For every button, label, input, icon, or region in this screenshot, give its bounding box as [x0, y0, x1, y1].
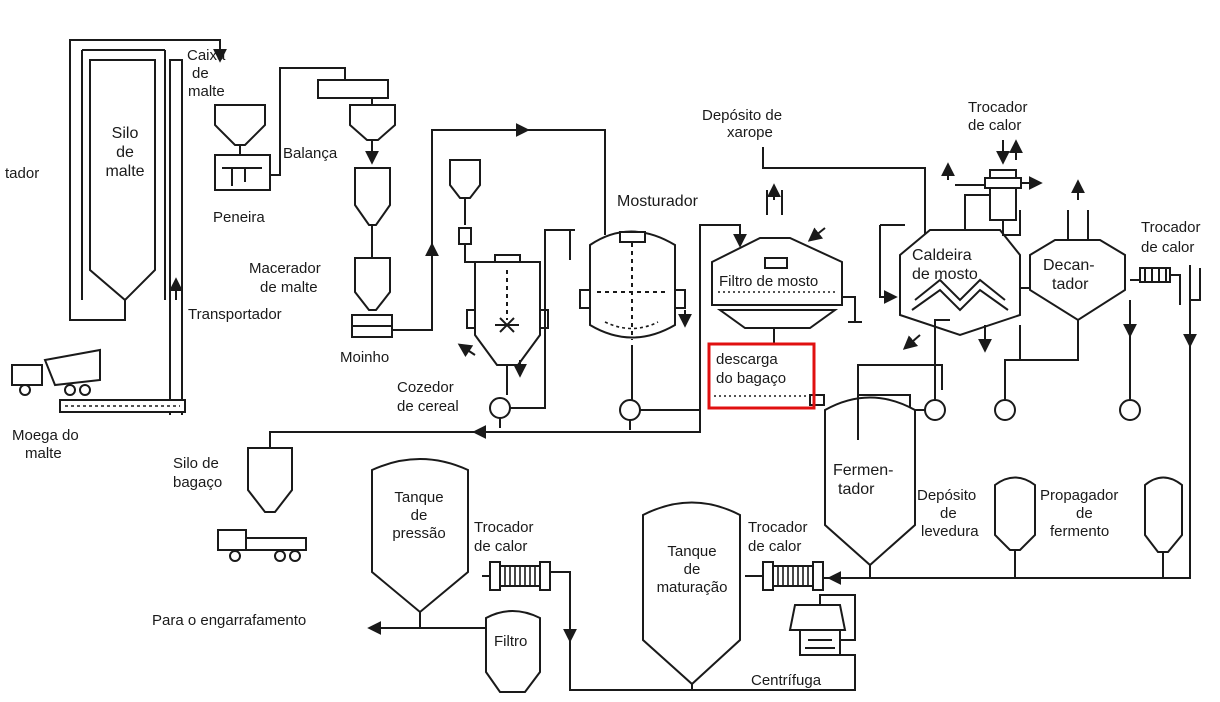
caixa-label-3: malte — [188, 83, 225, 100]
peneira-label: Peneira — [213, 209, 265, 226]
cozedor-label-2: de cereal — [397, 398, 459, 415]
centrifuga-label: Centrífuga — [751, 672, 822, 689]
mash-tun — [580, 232, 685, 341]
delivery-truck-icon — [12, 350, 100, 395]
pump-1 — [490, 398, 510, 418]
caixa-label-1: Caixa — [187, 47, 226, 64]
kettle-inlet — [880, 225, 895, 297]
tanque-pressao-label-1: Tanque — [394, 489, 443, 506]
to-bottling — [370, 612, 420, 628]
sieve — [215, 155, 270, 190]
filter-side-pipe — [842, 297, 862, 322]
propagador-label-1: Propagador — [1040, 487, 1118, 504]
macerador-vessel — [355, 168, 390, 225]
filtro-mosto-label: Filtro de mosto — [719, 273, 818, 290]
pump-5 — [1120, 400, 1140, 420]
decanter — [1030, 182, 1125, 320]
cereal-cooker — [467, 255, 548, 365]
caldeira-label-1: Caldeira — [912, 247, 972, 264]
bucket-elevator — [170, 60, 182, 415]
silo-malte-label-3: malte — [105, 163, 144, 180]
heat-exchanger-2 — [745, 562, 823, 590]
tanque-maturacao-label-1: Tanque — [667, 543, 716, 560]
silo-bagaco-label-2: bagaço — [173, 474, 222, 491]
trocador-mid1-label-1: Trocador — [474, 519, 533, 536]
tador-label: tador — [5, 165, 39, 182]
trocador-mid2-label-1: Trocador — [748, 519, 807, 536]
malt-silo: Silo de malte — [82, 50, 165, 300]
descarga-label-2: do bagaço — [716, 370, 786, 387]
additive-valve — [459, 228, 471, 244]
feed-to-mash — [527, 130, 605, 235]
cozedor-label-1: Cozedor — [397, 379, 454, 396]
hx1-down — [550, 572, 570, 640]
decantador-label-2: tador — [1052, 276, 1089, 293]
filtro-label: Filtro — [494, 633, 527, 650]
macerador-label-1: Macerador — [249, 260, 321, 277]
scale-hopper — [350, 105, 395, 140]
silo-malte-label-2: de — [116, 144, 134, 161]
trocador-top-label-2: de calor — [968, 117, 1021, 134]
propagador-label-3: fermento — [1050, 523, 1109, 540]
caixa-label-2: de — [192, 65, 209, 82]
transportador-label: Transportador — [188, 306, 282, 323]
kettle-steam-arrow — [905, 335, 920, 348]
malt-box — [215, 105, 265, 145]
mill-hopper — [355, 258, 390, 310]
top-feed-line — [432, 130, 527, 245]
levedura-label-1: Depósito — [917, 487, 976, 504]
trocador-mid1-label-2: de calor — [474, 538, 527, 555]
macerador-label-2: de malte — [260, 279, 318, 296]
malt-hopper — [60, 400, 185, 412]
silo-bagaco-label-1: Silo de — [173, 455, 219, 472]
moinho-label: Moinho — [340, 349, 389, 366]
trocador-right-label-1: Trocador — [1141, 219, 1200, 236]
spent-grain-silo — [248, 448, 292, 512]
fermentador-label-1: Fermen- — [833, 462, 893, 479]
filter-inlet-arrow — [810, 228, 825, 240]
moega-label-2: malte — [25, 445, 62, 462]
descarga-label-1: descarga — [716, 351, 778, 368]
engarrafamento-label: Para o engarrafamento — [152, 612, 306, 629]
trocador-mid2-label-2: de calor — [748, 538, 801, 555]
yeast-propagator — [1145, 478, 1182, 553]
lauter-tun — [712, 186, 842, 345]
tanque-maturacao-label-2: de — [684, 561, 701, 578]
top-heat-exchanger — [948, 140, 1040, 235]
mill-to-cooker — [392, 245, 432, 330]
trocador-top-label-1: Trocador — [968, 99, 1027, 116]
pump-2 — [620, 400, 640, 420]
decantador-label-1: Decan- — [1043, 257, 1095, 274]
levedura-label-3: levedura — [921, 523, 979, 540]
caldeira-label-2: de mosto — [912, 266, 978, 283]
spent-grain-discharge — [714, 395, 824, 405]
fermentador-label-2: tador — [838, 481, 875, 498]
deposito-xarope-label-2: xarope — [727, 124, 773, 141]
trocador-right-label-2: de calor — [1141, 239, 1194, 256]
final-filter — [486, 611, 540, 692]
pump-3 — [925, 400, 945, 420]
centrifuge — [790, 605, 845, 655]
pump-4 — [995, 400, 1015, 420]
tanque-pressao-label-2: de — [411, 507, 428, 524]
tanque-pressao-label-3: pressão — [392, 525, 445, 542]
moega-label-1: Moega do — [12, 427, 79, 444]
tanque-maturacao-label-3: maturação — [657, 579, 728, 596]
scale-bar — [318, 80, 388, 98]
balanca-label: Balança — [283, 145, 338, 162]
heat-exchanger-1 — [482, 562, 550, 590]
cooker-steam-arrow — [460, 345, 475, 355]
deposito-xarope-label-1: Depósito de — [702, 107, 782, 124]
syrup-line — [763, 147, 925, 245]
levedura-label-2: de — [940, 505, 957, 522]
cereal-additive-hopper — [450, 160, 480, 198]
propagador-label-2: de — [1076, 505, 1093, 522]
silo-malte-label-1: Silo — [112, 125, 139, 142]
decanter-to-pump — [1005, 320, 1078, 400]
yeast-tank — [995, 478, 1035, 551]
mosturador-label: Mosturador — [617, 193, 699, 210]
spent-grain-truck-icon — [218, 530, 306, 561]
